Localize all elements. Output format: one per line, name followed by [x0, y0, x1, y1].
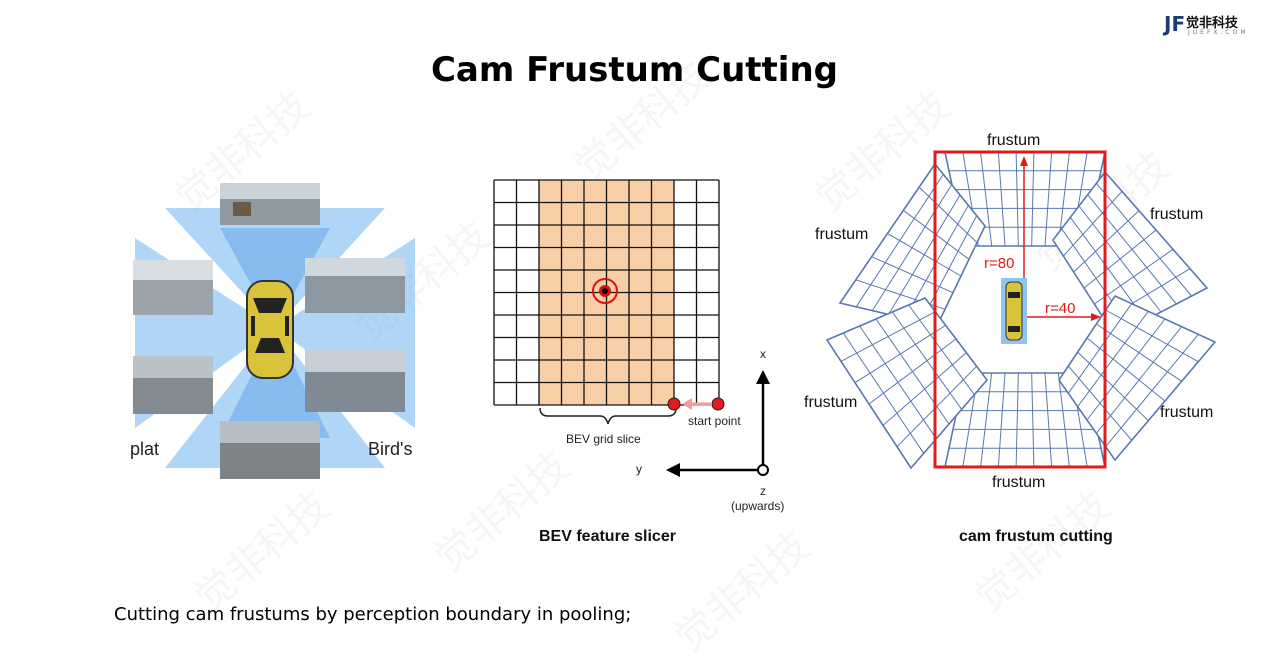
frustum-label-bottom: frustum	[992, 474, 1045, 491]
bev-grid-slice-label: BEV grid slice	[566, 432, 641, 446]
frustum-label-bottom-left: frustum	[804, 394, 857, 411]
frustum-label-top-left: frustum	[815, 226, 868, 243]
start-point-marker	[667, 397, 681, 411]
frustum-meshes	[825, 151, 1217, 470]
r40-label: r=40	[1045, 300, 1075, 317]
axis-y-label: y	[636, 462, 642, 476]
label-birds: Bird's	[368, 439, 412, 459]
company-logo: JF 觉非科技 JUEFX.COM	[1164, 10, 1246, 38]
frustum-mesh-bottom	[944, 372, 1106, 468]
axis-z-note: (upwards)	[731, 499, 784, 513]
logo-mark-icon: JF	[1164, 12, 1186, 36]
start-point-label: start point	[688, 414, 741, 428]
frustum-label-top-right: frustum	[1150, 206, 1203, 223]
page-title: Cam Frustum Cutting	[430, 50, 838, 90]
perception-boundary	[933, 150, 1107, 469]
cam-frustum-panel-title: cam frustum cutting	[959, 528, 1113, 545]
logo-text: 觉非科技	[1186, 16, 1239, 31]
slide-caption: Cutting cam frustums by perception bound…	[114, 604, 632, 625]
label-plat: plat	[130, 439, 159, 459]
frustum-label-bottom-right: frustum	[1160, 404, 1213, 421]
bev-grid	[493, 179, 720, 406]
cam-frustum-cutting-figure: r=80 r=40 frustum frustum frustum frustu…	[804, 132, 1217, 545]
camera-setup-figure: plat Bird's	[130, 183, 415, 479]
bev-panel-title: BEV feature slicer	[539, 528, 676, 545]
axis-x-label: x	[760, 347, 766, 361]
frustum-label-top: frustum	[987, 132, 1040, 149]
frustum-mesh-bottom-right	[1058, 294, 1217, 462]
r80-label: r=80	[984, 255, 1014, 272]
axis-z-label: z	[760, 484, 766, 498]
logo-subtext: JUEFX.COM	[1188, 29, 1249, 36]
frustum-mesh-bottom-left	[825, 297, 989, 470]
bev-feature-slicer-figure: BEV grid slice start point x y z (upward…	[493, 179, 784, 545]
